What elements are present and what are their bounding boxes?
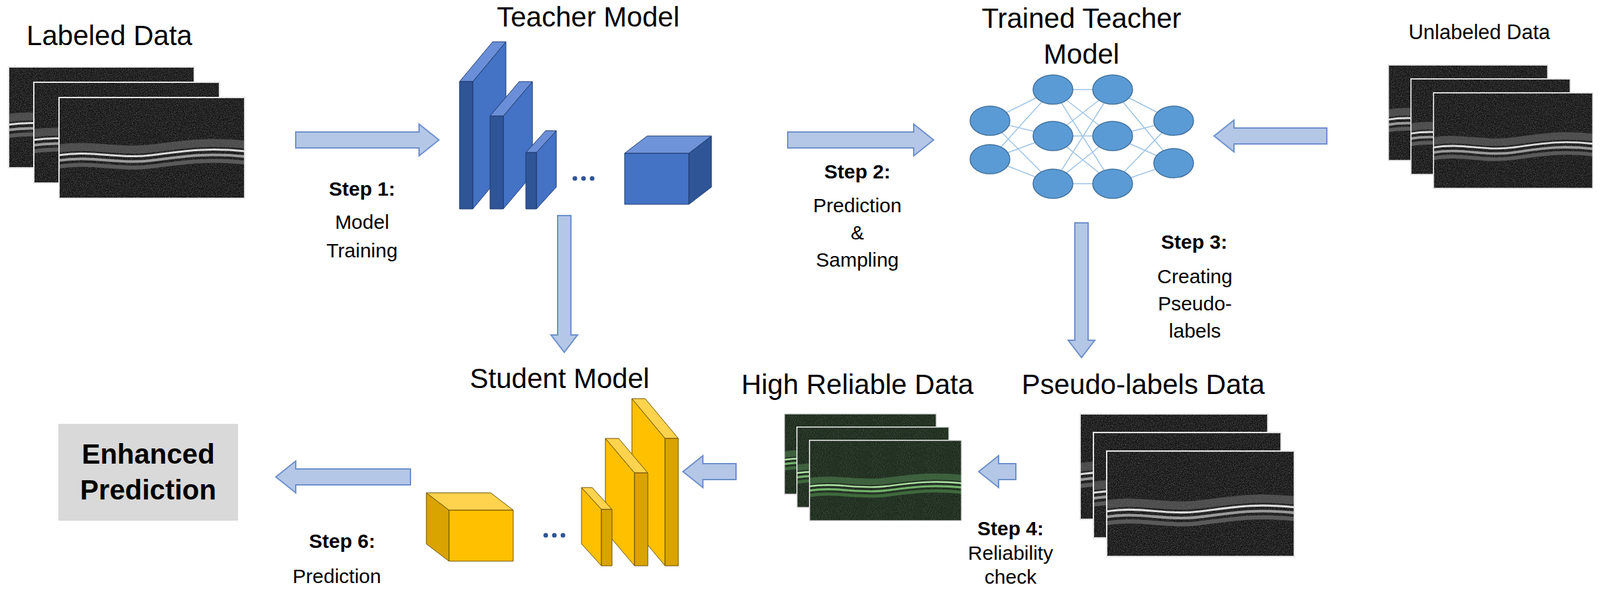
layer-face <box>601 509 613 566</box>
neuron <box>1033 169 1073 199</box>
layer-face <box>665 438 679 566</box>
cnn-layers <box>459 41 712 209</box>
image-stack <box>783 413 963 522</box>
cube-face <box>448 509 514 561</box>
node-title: Pseudo-labels Data <box>1021 368 1266 402</box>
oct-scan <box>1106 450 1295 557</box>
step-description: Reliability check <box>968 541 1053 589</box>
image-stack <box>7 66 246 199</box>
model-node: Trained Teacher Model <box>968 0 1195 201</box>
oct-scan <box>808 439 963 522</box>
image-stack <box>1387 64 1594 189</box>
block-arrow <box>682 455 737 488</box>
layer-face <box>525 152 537 209</box>
neuron <box>1092 169 1133 199</box>
dataset-node: High Reliable Data <box>738 368 977 522</box>
neuron <box>1153 148 1194 178</box>
layer-face <box>605 438 648 473</box>
step-description: Model Training <box>326 207 398 265</box>
layer-face <box>459 81 473 209</box>
step-label: Step 4: <box>977 516 1044 541</box>
node-title: Trained Teacher Model <box>968 0 1195 73</box>
block-arrow <box>1214 120 1327 152</box>
block-arrow <box>275 460 411 493</box>
network-links <box>989 89 1174 184</box>
box-text: Enhanced Prediction <box>64 436 232 508</box>
cnn-layers <box>426 398 679 566</box>
node-title: Teacher Model <box>496 0 679 34</box>
dataset-node: Pseudo-labels Data <box>1018 368 1299 559</box>
cube-face <box>624 153 689 205</box>
layer-face <box>490 116 504 209</box>
node-title: Unlabeled Data <box>1408 19 1551 46</box>
neural-network <box>970 74 1194 199</box>
model-node: Student Model <box>424 361 681 569</box>
ellipsis-dot <box>552 533 557 538</box>
block-arrow <box>551 215 578 353</box>
neuron <box>1092 121 1133 151</box>
cube-face <box>426 492 514 510</box>
block-arrow <box>1068 222 1095 358</box>
ellipsis-dot <box>572 176 578 182</box>
neuron <box>1092 74 1133 105</box>
layer-face <box>525 130 557 153</box>
result-box: Enhanced Prediction <box>58 423 239 521</box>
step-label: Step 6: <box>308 529 376 554</box>
layer-face <box>634 472 648 566</box>
step-description: Creating Pseudo- labels <box>1157 262 1232 345</box>
step-description: Prediction <box>292 564 381 589</box>
neuron <box>970 106 1010 136</box>
neuron <box>1153 106 1194 136</box>
oct-scan <box>58 96 246 199</box>
dataset-node: Unlabeled Data <box>1384 18 1596 191</box>
step-label: Step 1: <box>328 177 396 201</box>
image-stack <box>1079 413 1295 557</box>
step-label: Step 2: <box>824 159 891 184</box>
neuron <box>1033 121 1073 151</box>
layer-face <box>631 398 679 439</box>
ellipsis-dot <box>581 176 587 182</box>
model-node: Teacher Model <box>457 0 713 213</box>
block-arrow <box>978 455 1016 488</box>
ellipsis-dot <box>560 533 566 538</box>
dataset-node: Labeled Data <box>7 19 247 201</box>
node-title: Student Model <box>470 362 650 396</box>
step-label: Step 3: <box>1161 230 1228 254</box>
node-title: Labeled Data <box>26 19 193 53</box>
cube-face <box>624 135 712 154</box>
layer-face <box>581 487 613 510</box>
step-description: Prediction & Sampling <box>812 191 902 274</box>
layer-face <box>490 81 533 117</box>
node-title: High Reliable Data <box>741 368 974 402</box>
block-arrow <box>295 123 439 156</box>
ellipsis-dot <box>590 176 595 182</box>
block-arrow <box>787 123 934 156</box>
neuron <box>970 144 1010 174</box>
neuron <box>1033 74 1073 105</box>
layer-face <box>459 41 506 82</box>
ellipsis-dot <box>543 533 549 538</box>
oct-scan <box>1432 92 1594 189</box>
